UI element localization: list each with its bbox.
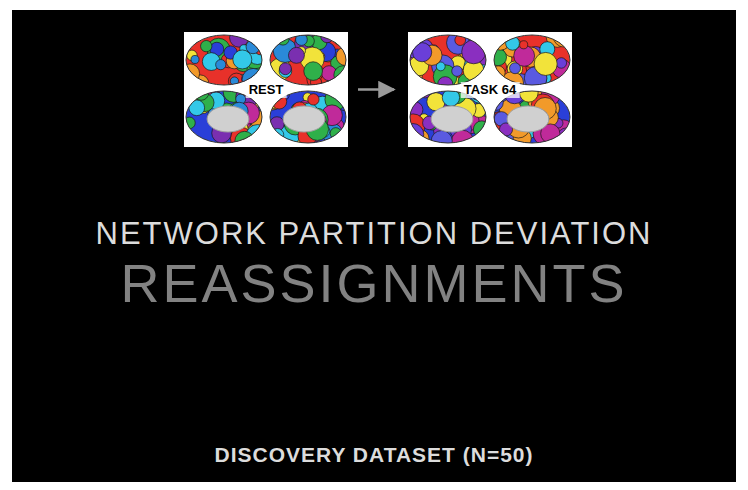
slide-background (12, 10, 736, 482)
brain-map-panel: TASK 64 (408, 32, 572, 147)
transition-arrow (358, 88, 394, 91)
panel-label: REST (246, 82, 287, 98)
brain-map-panel: REST (184, 32, 348, 147)
panel-label: TASK 64 (461, 82, 520, 98)
slide-caption: DISCOVERY DATASET (N=50) (12, 443, 736, 467)
slide-subtitle: REASSIGNMENTS (12, 252, 736, 314)
slide-title: NETWORK PARTITION DEVIATION (12, 216, 736, 252)
